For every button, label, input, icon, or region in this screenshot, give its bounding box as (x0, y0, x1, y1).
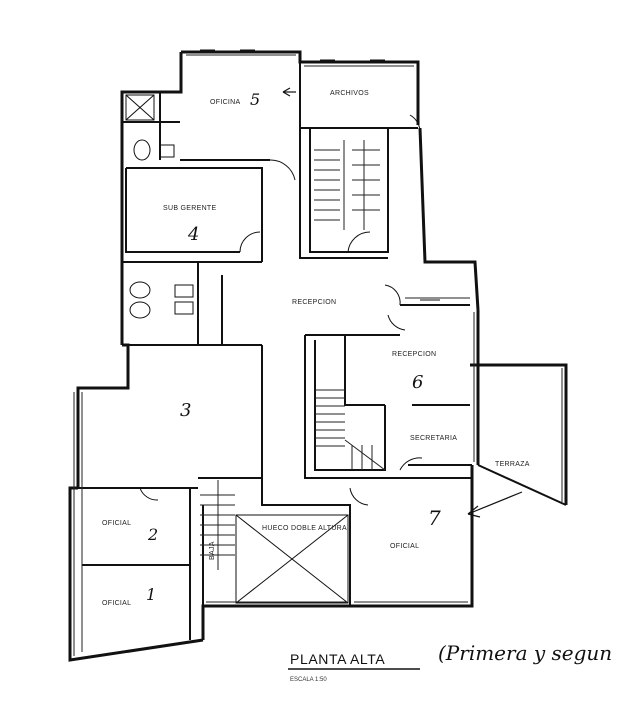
label-terraza: TERRAZA (495, 461, 530, 468)
label-oficial-1: OFICIAL (102, 600, 131, 607)
room-number-7: 7 (428, 506, 441, 530)
label-archivos: ARCHIVOS (330, 90, 369, 97)
stairs-bottom (200, 480, 235, 570)
double-height-void (235, 514, 349, 604)
label-hueco-doble-altura: HUECO DOBLE ALTURA (262, 525, 347, 532)
room-number-1: 1 (146, 585, 156, 604)
outer-walls (68, 50, 568, 662)
room-number-3: 3 (180, 400, 191, 421)
inner-walls (78, 62, 567, 640)
doors (139, 114, 423, 506)
label-recepcion-main: RECEPCION (292, 299, 336, 306)
room-number-4: 4 (187, 224, 199, 245)
plan-scale: ESCALA 1:50 (290, 677, 327, 683)
label-oficial-7: OFICIAL (390, 543, 419, 550)
label-oficial-2: OFICIAL (102, 520, 131, 527)
label-oficina-5: OFICINA (210, 99, 241, 106)
label-secretaria: SECRETARIA (410, 435, 457, 442)
label-baja: BAJA (209, 541, 216, 560)
bathroom-fixtures (125, 94, 194, 319)
windows (200, 49, 440, 607)
label-recepcion-6: RECEPCION (392, 351, 436, 358)
room-number-5: 5 (250, 90, 260, 109)
room-number-6: 6 (412, 372, 423, 393)
stairs-upper (314, 140, 380, 230)
plan-title: PLANTA ALTA (290, 651, 385, 667)
wall-doubles (73, 54, 563, 656)
handwritten-note: (Primera y segun (438, 641, 612, 665)
label-sub-gerente: SUB GERENTE (163, 205, 217, 212)
stairs-lower (315, 389, 386, 471)
annotation-arrows (282, 87, 523, 518)
room-number-2: 2 (147, 525, 158, 544)
